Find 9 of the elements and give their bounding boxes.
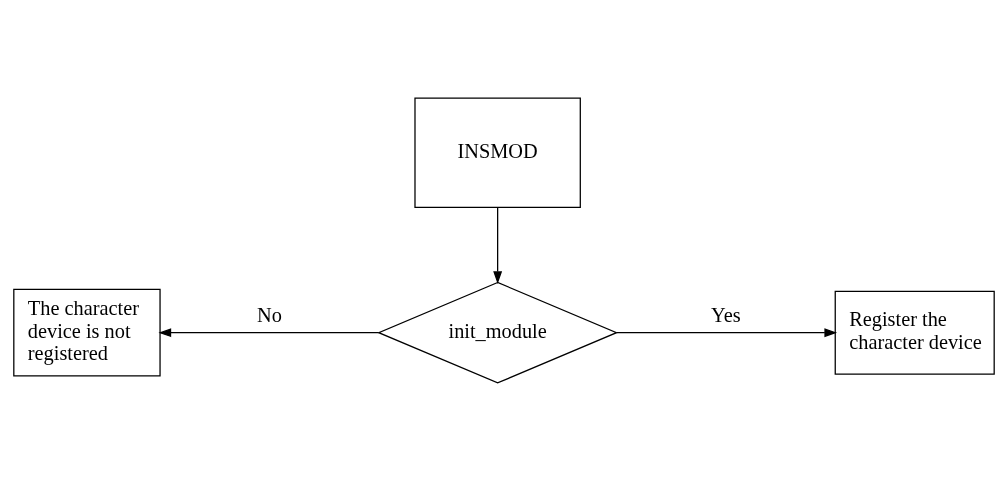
- edge-label: No: [256, 303, 282, 326]
- arrow: [158, 327, 380, 337]
- arrow: [493, 206, 503, 284]
- arrow: [615, 327, 838, 337]
- node-box: INSMOD: [414, 96, 581, 208]
- node-box: The character device is not registered: [13, 288, 161, 377]
- node-diamond: init_module: [377, 281, 619, 384]
- edge-label: Yes: [711, 303, 741, 326]
- node-box: Register the character device: [834, 290, 995, 375]
